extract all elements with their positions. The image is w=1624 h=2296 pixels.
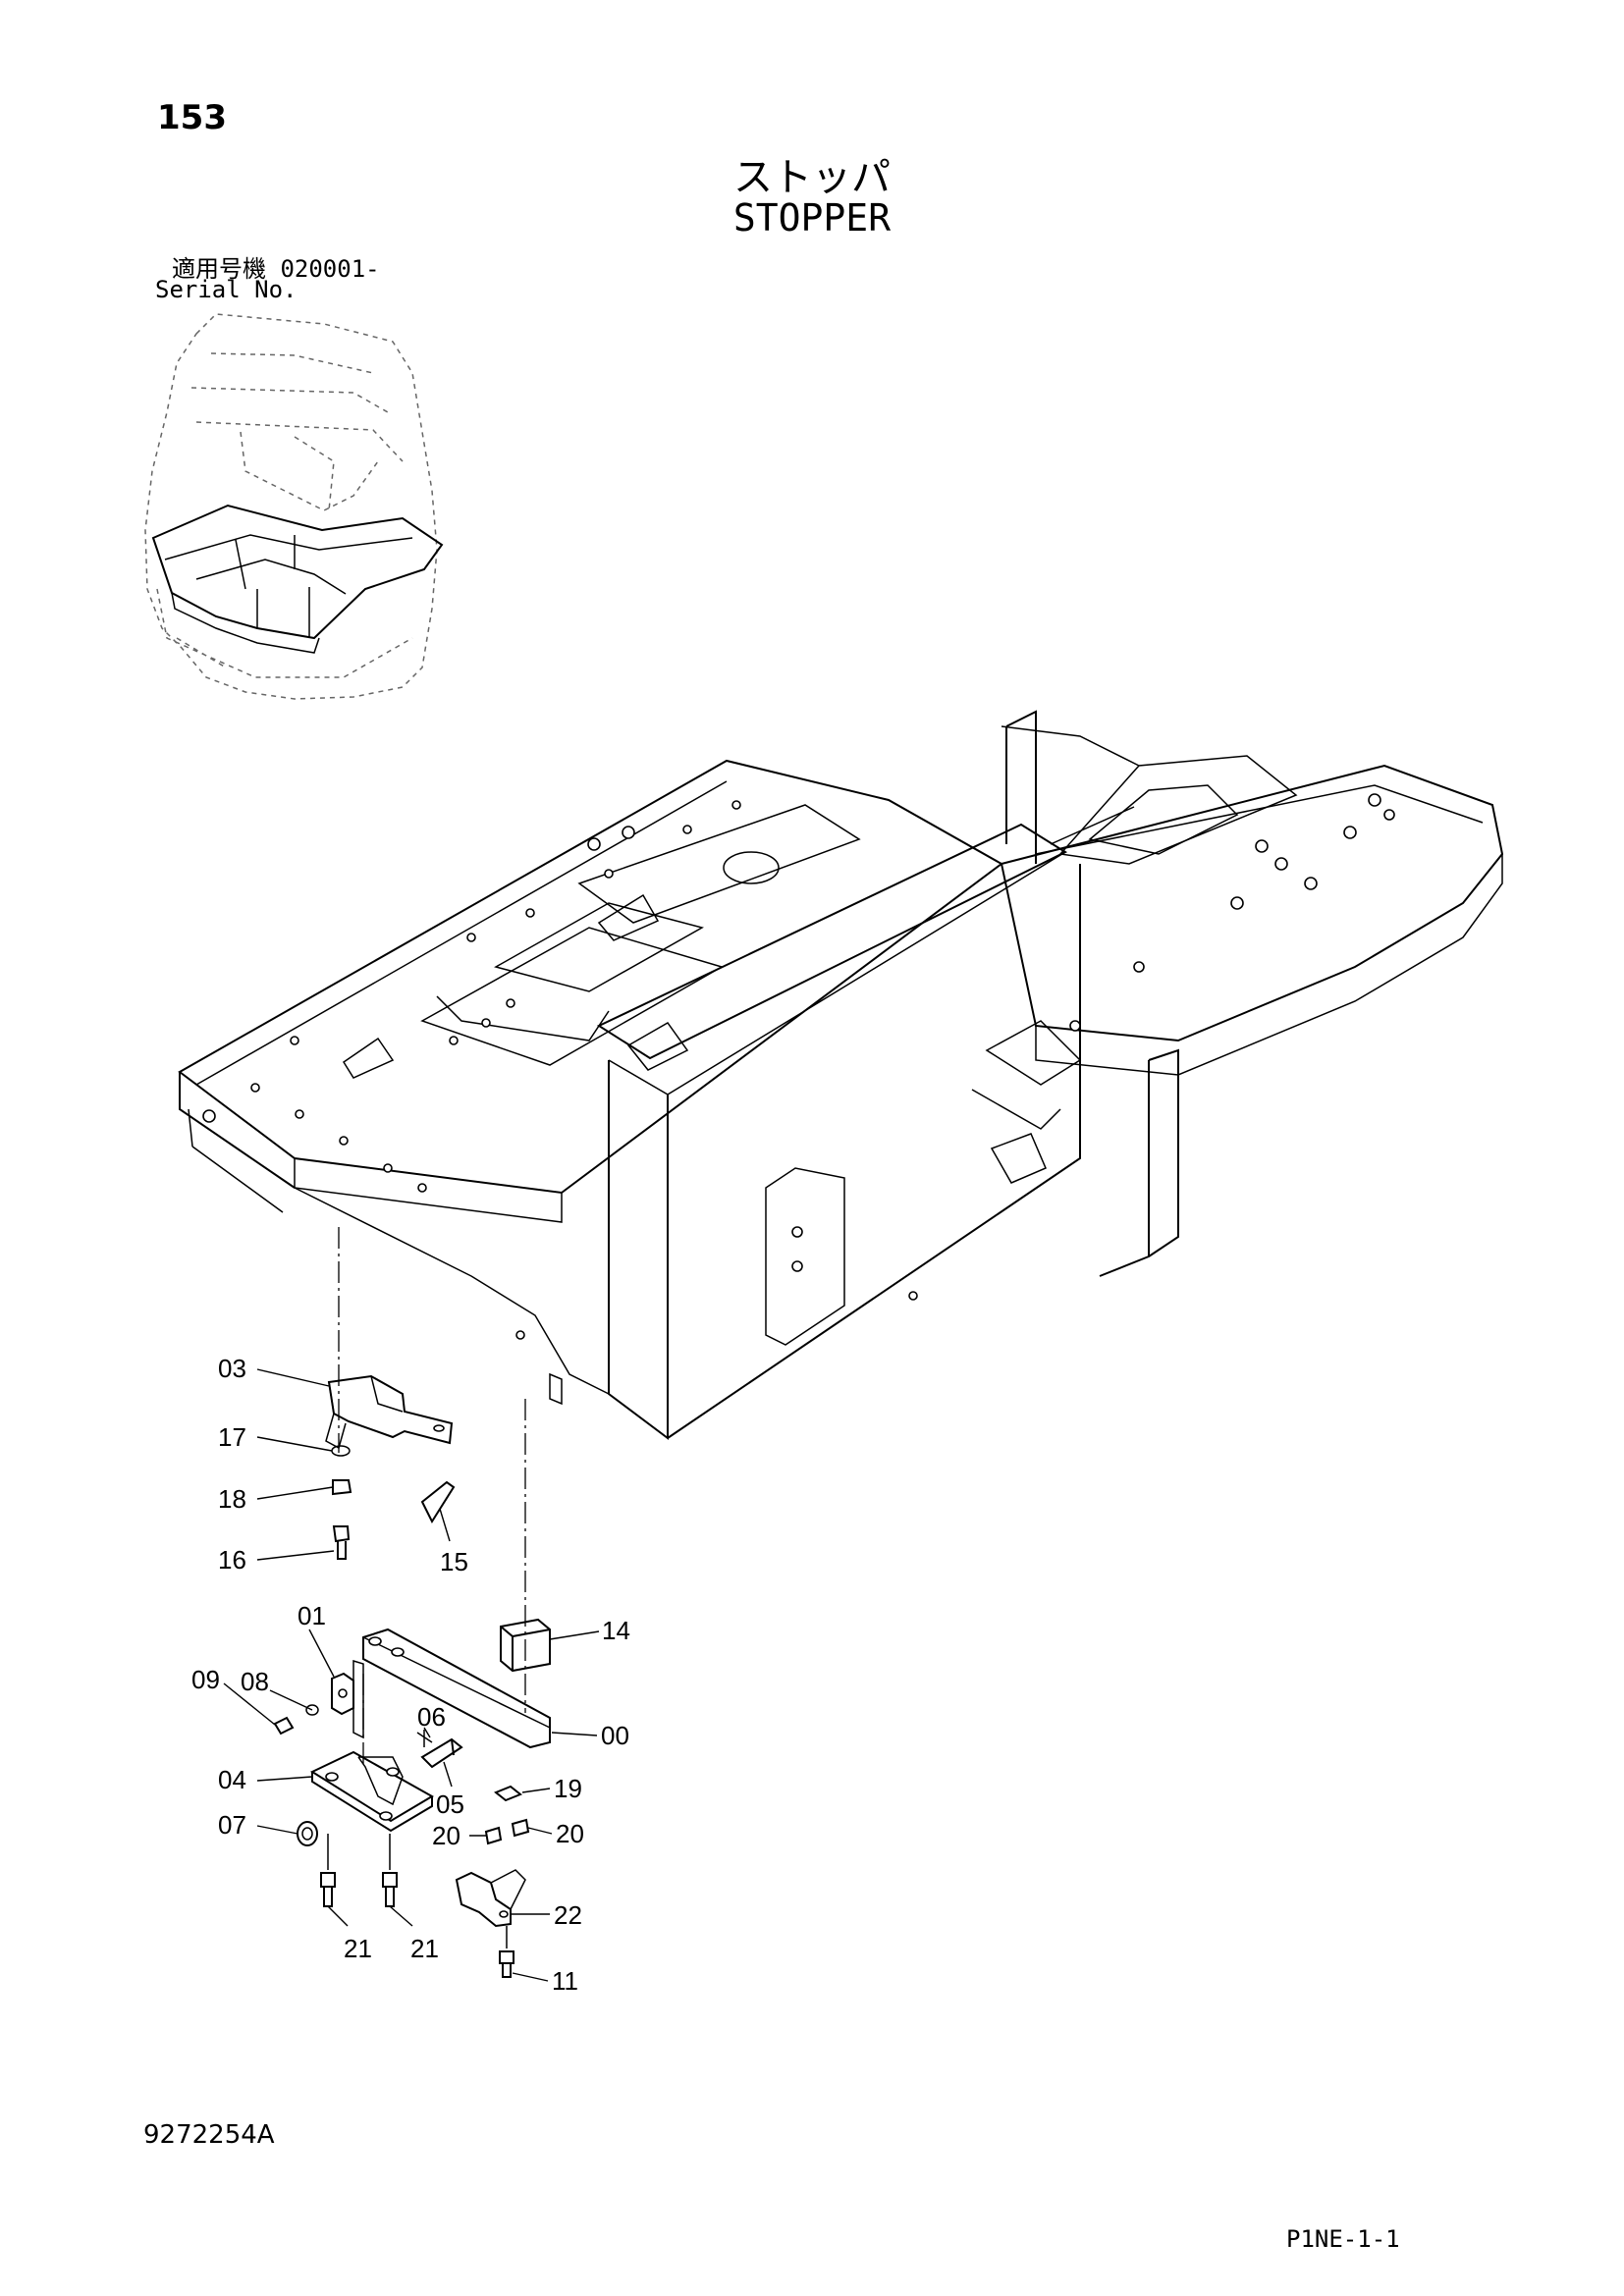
- page-title-jp: ストッパ: [733, 155, 891, 200]
- serial-label-jp: 適用号機 020001-: [172, 255, 380, 283]
- leader-lines: [223, 1368, 600, 1982]
- serial-label-en: Serial No.: [155, 276, 298, 303]
- callout-01: 01: [298, 1601, 326, 1630]
- document-number: 9272254A: [143, 2120, 275, 2150]
- callout-11: 11: [552, 1966, 578, 1996]
- upper-frame-isometric-icon: [178, 710, 1504, 1440]
- callout-09: 09: [191, 1665, 220, 1694]
- callout-21-left: 21: [344, 1934, 372, 1963]
- callout-20-left: 20: [432, 1821, 460, 1850]
- callout-05: 05: [436, 1789, 464, 1819]
- callout-19: 19: [554, 1774, 582, 1803]
- callout-16: 16: [218, 1545, 246, 1575]
- callout-21-right: 21: [410, 1934, 439, 1963]
- page-title-en: STOPPER: [732, 196, 892, 240]
- stopper-assembly-icon: [273, 1374, 551, 1978]
- page-code: P1NE-1-1: [1286, 2225, 1400, 2253]
- callout-00: 00: [601, 1721, 629, 1750]
- callout-20-right: 20: [556, 1819, 584, 1848]
- callout-08: 08: [241, 1667, 269, 1696]
- callout-04: 04: [218, 1765, 246, 1794]
- callout-18: 18: [218, 1484, 246, 1514]
- callout-03: 03: [218, 1354, 246, 1383]
- callout-06: 06: [417, 1702, 446, 1732]
- callout-07: 07: [218, 1810, 246, 1840]
- callout-15: 15: [440, 1547, 468, 1576]
- callout-22: 22: [554, 1900, 582, 1930]
- callout-14: 14: [602, 1616, 630, 1645]
- callout-17: 17: [218, 1422, 246, 1452]
- machine-overview-thumbnail-icon: [144, 313, 444, 700]
- page-number: 153: [157, 98, 227, 137]
